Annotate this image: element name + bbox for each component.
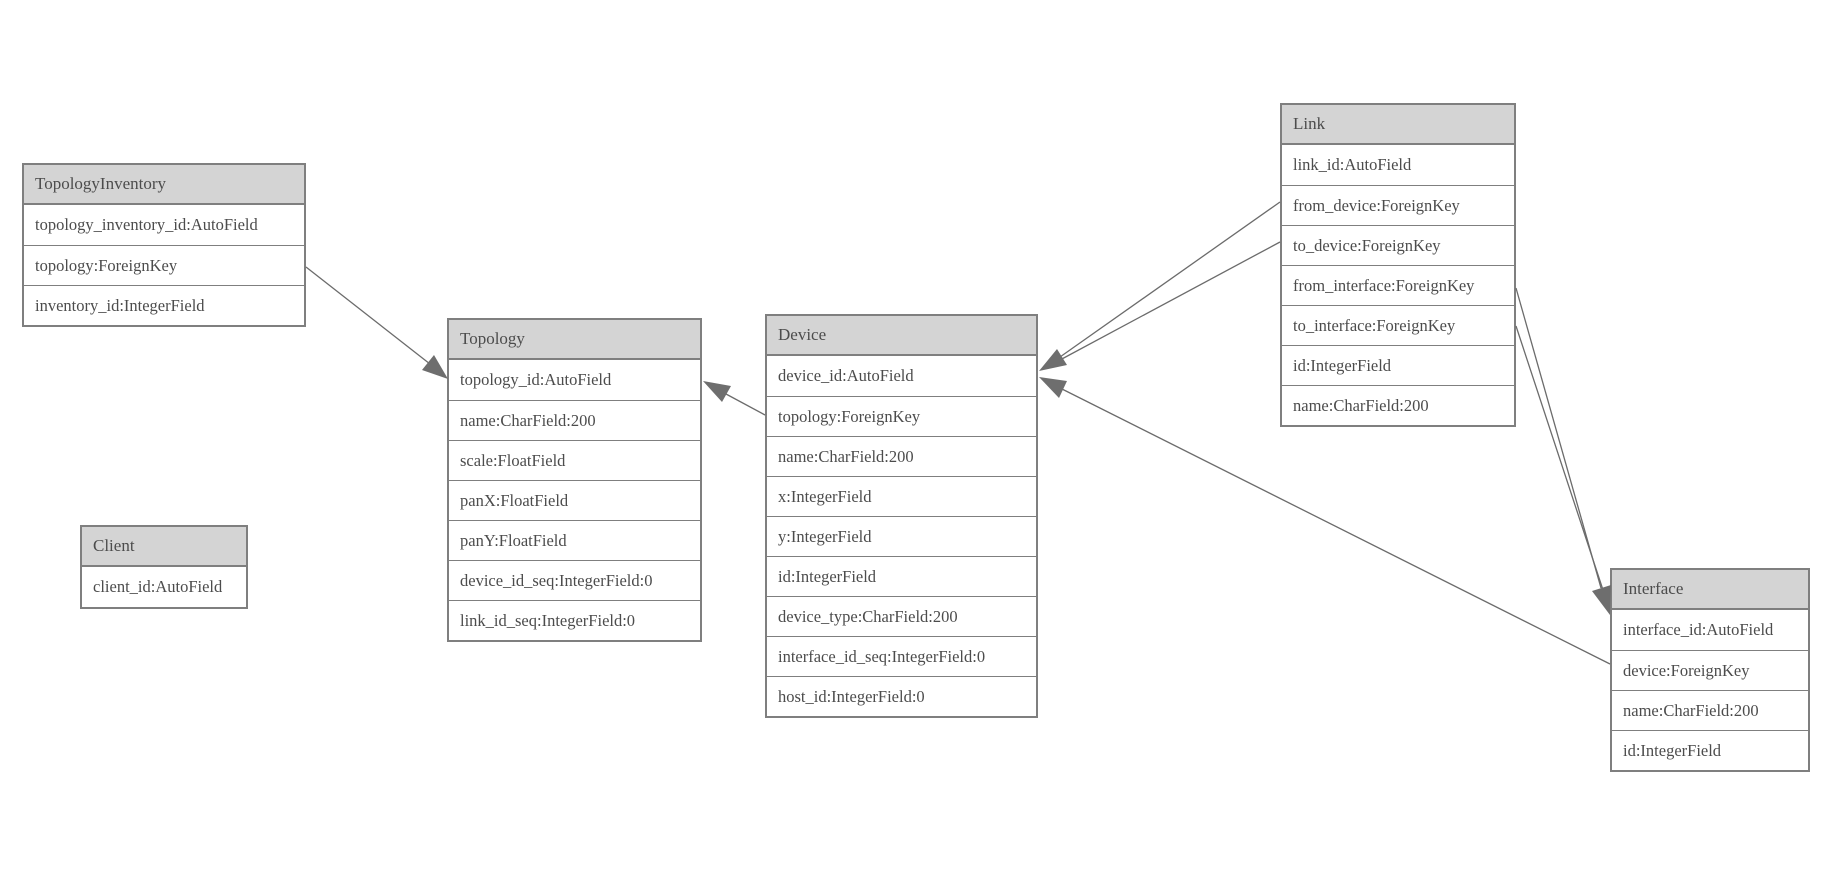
- field-row: interface_id_seq:IntegerField:0: [767, 636, 1036, 676]
- arrowhead-link-device: [1039, 349, 1067, 371]
- field-row: link_id:AutoField: [1282, 145, 1514, 185]
- field-row: id:IntegerField: [1612, 730, 1808, 770]
- field-row: panY:FloatField: [449, 520, 700, 560]
- field-row: topology_id:AutoField: [449, 360, 700, 400]
- entity-title: TopologyInventory: [24, 165, 304, 205]
- field-row: client_id:AutoField: [82, 567, 246, 607]
- entity-title: Client: [82, 527, 246, 567]
- relation-line-device-topology: [725, 393, 766, 416]
- entity-title: Interface: [1612, 570, 1808, 610]
- entity-title: Link: [1282, 105, 1514, 145]
- arrowhead-topologyinventory-topology: [422, 355, 448, 379]
- field-row: id:IntegerField: [767, 556, 1036, 596]
- field-row: scale:FloatField: [449, 440, 700, 480]
- entity-title: Device: [767, 316, 1036, 356]
- field-row: topology:ForeignKey: [767, 396, 1036, 436]
- field-row: from_device:ForeignKey: [1282, 185, 1514, 225]
- relation-line-topologyinventory-topology: [305, 266, 431, 365]
- field-row: device_id_seq:IntegerField:0: [449, 560, 700, 600]
- field-row: x:IntegerField: [767, 476, 1036, 516]
- field-row: interface_id:AutoField: [1612, 610, 1808, 650]
- relation-line-interface-device: [1061, 388, 1611, 665]
- field-row: host_id:IntegerField:0: [767, 676, 1036, 716]
- relation-line-link-to-interface: [1515, 325, 1604, 591]
- field-row: topology_inventory_id:AutoField: [24, 205, 304, 245]
- arrowhead-interface-device: [1039, 377, 1067, 398]
- arrowhead-link-interface: [1592, 585, 1611, 615]
- field-row: id:IntegerField: [1282, 345, 1514, 385]
- field-row: to_interface:ForeignKey: [1282, 305, 1514, 345]
- entity-title: Topology: [449, 320, 700, 360]
- field-row: to_device:ForeignKey: [1282, 225, 1514, 265]
- field-row: device_id:AutoField: [767, 356, 1036, 396]
- field-row: y:IntegerField: [767, 516, 1036, 556]
- field-row: device:ForeignKey: [1612, 650, 1808, 690]
- field-row: name:CharField:200: [1612, 690, 1808, 730]
- entity-table-topologyinventory: TopologyInventory topology_inventory_id:…: [22, 163, 306, 327]
- field-row: inventory_id:IntegerField: [24, 285, 304, 325]
- field-list: client_id:AutoField: [82, 567, 246, 607]
- relation-line-link-from-device: [1059, 201, 1281, 358]
- field-row: topology:ForeignKey: [24, 245, 304, 285]
- field-row: name:CharField:200: [1282, 385, 1514, 425]
- field-row: panX:FloatField: [449, 480, 700, 520]
- field-row: link_id_seq:IntegerField:0: [449, 600, 700, 640]
- relation-line-link-from-interface: [1515, 287, 1602, 589]
- field-row: from_interface:ForeignKey: [1282, 265, 1514, 305]
- entity-table-client: Client client_id:AutoField: [80, 525, 248, 609]
- field-row: name:CharField:200: [449, 400, 700, 440]
- arrowhead-device-topology: [703, 381, 731, 402]
- relation-line-link-to-device: [1059, 241, 1281, 361]
- field-row: device_type:CharField:200: [767, 596, 1036, 636]
- field-row: name:CharField:200: [767, 436, 1036, 476]
